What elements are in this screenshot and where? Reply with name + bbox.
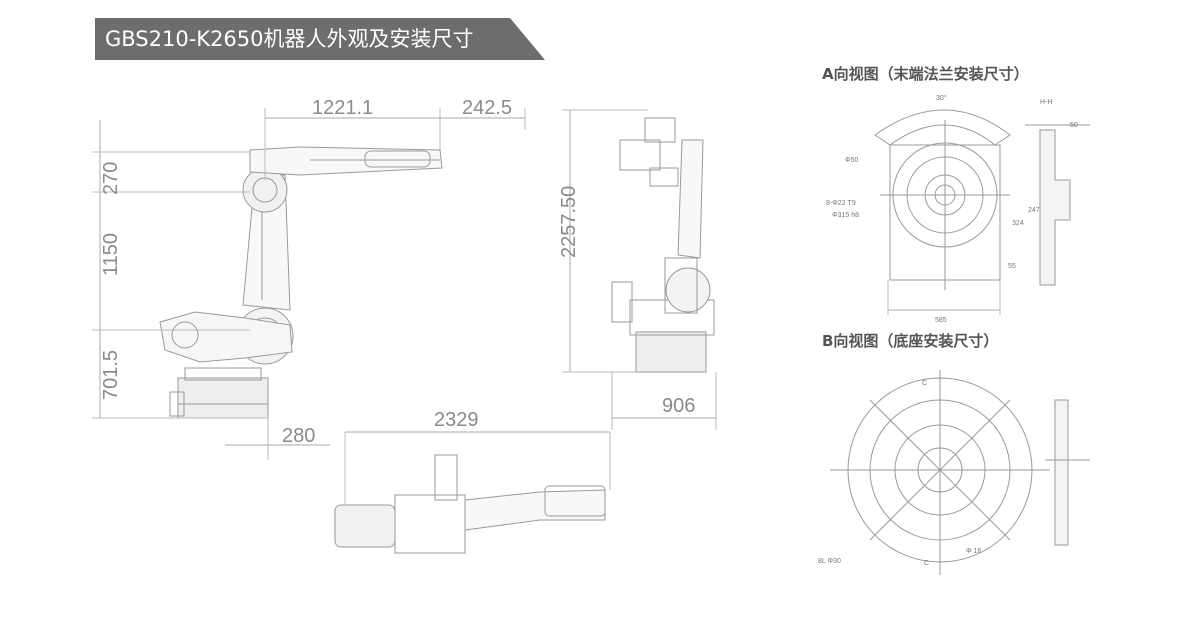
view-a-s3: 55 (1008, 263, 1016, 270)
dim-top-offset: 242.5 (462, 97, 512, 119)
view-a-flange (874, 109, 1090, 315)
section-mark: H-H (1040, 99, 1052, 106)
page-title: GBS210-K2650机器人外观及安装尺寸 (105, 27, 474, 51)
front-view-robot (562, 109, 717, 430)
view-a-d1: 50 (1070, 122, 1078, 129)
banner-shape (95, 18, 545, 60)
view-b-note: 8L Φ30 (818, 558, 841, 565)
view-b-c1: C (922, 380, 927, 387)
view-b-c2: C (924, 560, 929, 567)
dim-top-length: 2329 (434, 409, 479, 431)
view-b-hole: Φ 18 (966, 548, 981, 555)
view-b-base (830, 370, 1090, 575)
view-a-s1: 247 (1028, 207, 1040, 214)
view-a-label: A向视图（末端法兰安装尺寸） (822, 65, 1029, 83)
dim-h1: 270 (100, 162, 122, 195)
view-a-dia: Φ50 (845, 157, 858, 164)
view-a-s2: 324 (1012, 220, 1024, 227)
dim-front-width: 906 (662, 395, 695, 417)
view-b-label: B向视图（底座安装尺寸） (822, 332, 998, 350)
view-a-bore: Φ315 h8 (832, 212, 859, 219)
view-a-width: 585 (935, 317, 947, 324)
side-view-robot (92, 108, 526, 460)
title-banner: GBS210-K2650机器人外观及安装尺寸 (95, 18, 545, 60)
top-view-robot (334, 431, 611, 554)
view-a-holes: 8-Φ22 T9 (826, 200, 856, 207)
dim-top-reach: 1221.1 (312, 97, 373, 119)
dim-h3: 701.5 (100, 350, 122, 400)
dim-base-offset: 280 (282, 425, 315, 447)
view-a-angle: 30° (936, 94, 947, 102)
dim-front-height: 2257.50 (558, 186, 580, 258)
dim-h2: 1150 (100, 233, 122, 276)
